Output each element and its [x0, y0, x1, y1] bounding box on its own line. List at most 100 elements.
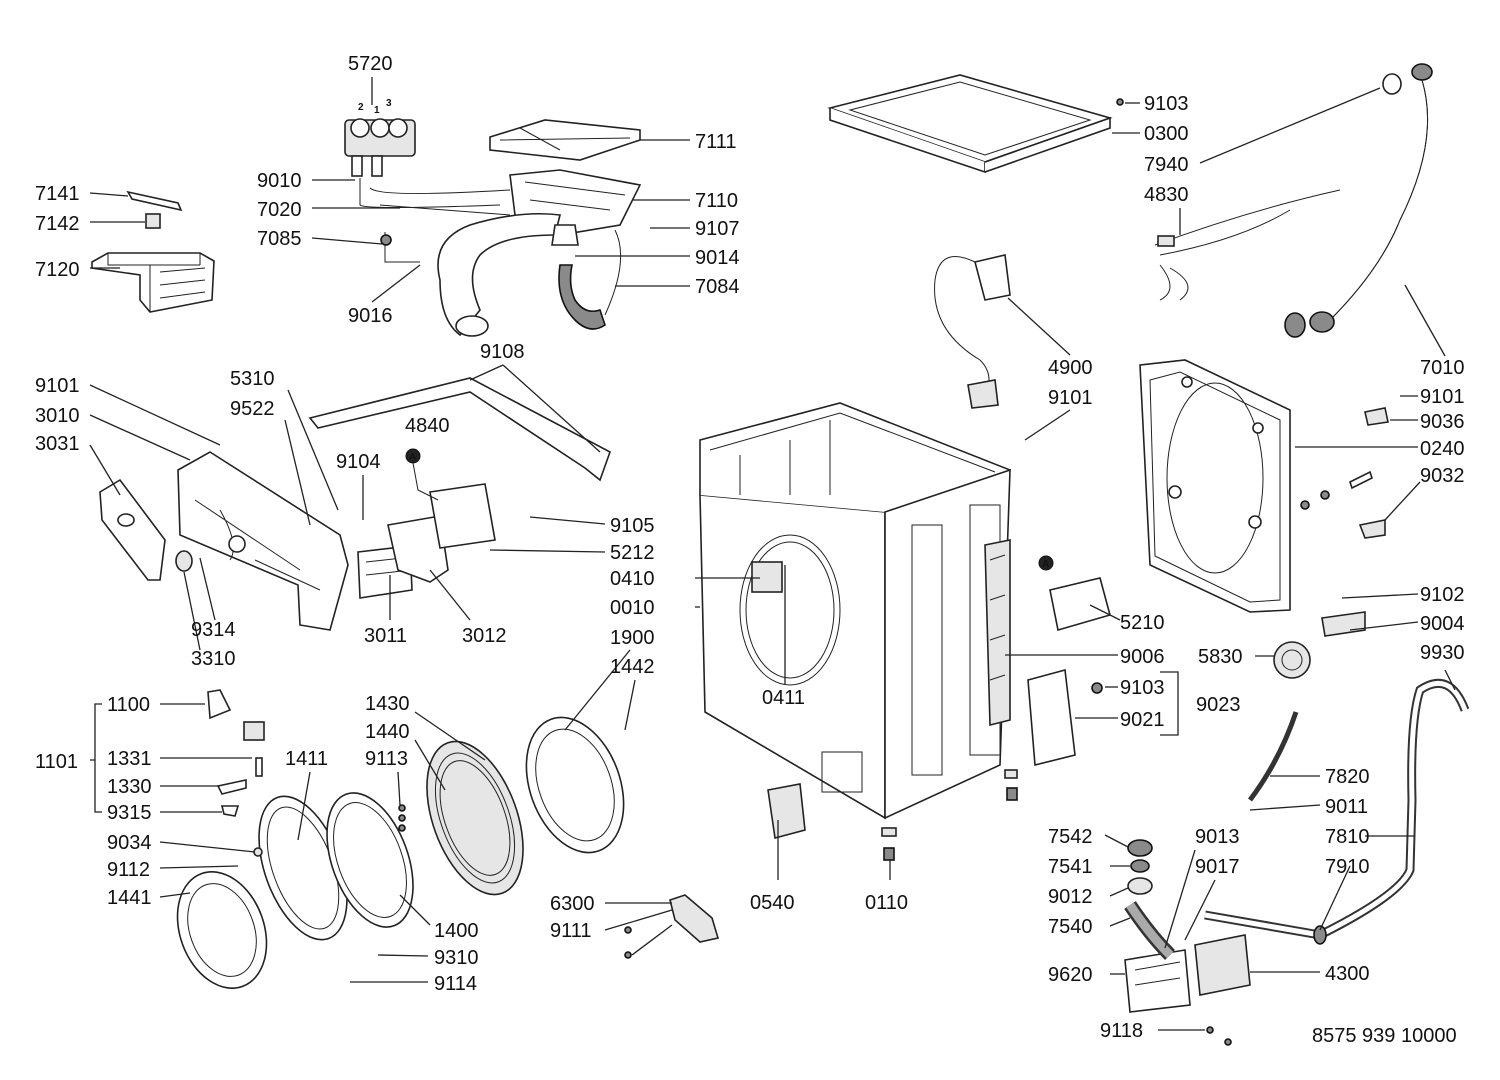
label-7010: 7010 [1420, 357, 1465, 379]
label-7084: 7084 [695, 276, 740, 298]
label-3031: 3031 [35, 433, 80, 455]
label-5210: 5210 [1120, 612, 1165, 634]
label-1331: 1331 [107, 748, 152, 770]
detergent-drawer-parts [91, 190, 215, 313]
label-9023: 9023 [1196, 694, 1241, 716]
label-9036: 9036 [1420, 411, 1465, 433]
label-9101-right: 9101 [1420, 386, 1465, 408]
label-7141: 7141 [35, 183, 80, 205]
label-7820: 7820 [1325, 766, 1370, 788]
control-panel [99, 451, 349, 631]
label-9032: 9032 [1420, 465, 1465, 487]
part-labels: 5720 7111 9010 7110 7020 9107 7085 9014 … [35, 53, 1465, 1047]
front-frame-9108 [308, 377, 611, 482]
label-3010: 3010 [35, 405, 80, 427]
document-id: 8575 939 10000 [1312, 1025, 1457, 1047]
label-9314: 9314 [191, 619, 236, 641]
label-3310: 3310 [191, 648, 236, 670]
label-9014: 9014 [695, 247, 740, 269]
label-9108: 9108 [480, 341, 525, 363]
label-7810: 7810 [1325, 826, 1370, 848]
label-1100: 1100 [107, 694, 150, 716]
label-4830: 4830 [1144, 184, 1189, 206]
label-9112: 9112 [107, 859, 150, 881]
label-4900: 4900 [1048, 357, 1093, 379]
label-9004: 9004 [1420, 613, 1465, 635]
label-0240: 0240 [1420, 438, 1465, 460]
label-3011: 3011 [364, 625, 407, 647]
feet [881, 769, 1018, 861]
label-9013: 9013 [1195, 826, 1240, 848]
leader-lines [89, 77, 1456, 1031]
label-5720: 5720 [348, 53, 393, 75]
label-9103-top: 9103 [1144, 93, 1189, 115]
label-0300: 0300 [1144, 123, 1189, 145]
label-0540: 0540 [750, 892, 795, 914]
connector-a-left-label: A [409, 452, 416, 463]
inlet-hose [1284, 63, 1433, 338]
label-9107: 9107 [695, 218, 740, 240]
label-9930: 9930 [1420, 642, 1465, 664]
label-7110: 7110 [695, 190, 738, 212]
door-assembly [176, 689, 625, 989]
water-inlet-valve: 2 1 3 [344, 98, 416, 177]
label-1900: 1900 [610, 627, 655, 649]
mains-cable-filter [934, 254, 1011, 409]
label-9114: 9114 [434, 973, 477, 995]
back-panel [1139, 359, 1389, 613]
label-0411: 0411 [762, 687, 805, 709]
label-9034: 9034 [107, 832, 152, 854]
label-1441: 1441 [107, 887, 152, 909]
valve-port-2-label: 2 [358, 102, 364, 113]
drain-pump [1124, 839, 1251, 1046]
label-7085: 7085 [257, 228, 302, 250]
cabinet [699, 402, 1012, 840]
label-7111: 7111 [695, 131, 737, 153]
label-7940: 7940 [1144, 154, 1189, 176]
label-9021: 9021 [1120, 709, 1165, 731]
label-9111: 9111 [550, 920, 592, 942]
label-9010: 9010 [257, 170, 302, 192]
label-9103-mid: 9103 [1120, 677, 1165, 699]
door-hinge-6300 [624, 894, 720, 959]
label-9101-left: 9101 [35, 375, 80, 397]
valve-port-1-label: 1 [374, 105, 380, 116]
label-0410: 0410 [610, 568, 655, 590]
label-7542: 7542 [1048, 826, 1093, 848]
label-1440: 1440 [365, 721, 410, 743]
label-7540: 7540 [1048, 916, 1093, 938]
label-9101-mid: 9101 [1048, 387, 1093, 409]
label-5830: 5830 [1198, 646, 1243, 668]
label-4840: 4840 [405, 415, 450, 437]
label-9620: 9620 [1048, 964, 1093, 986]
label-1101: 1101 [35, 751, 78, 773]
label-1430: 1430 [365, 693, 410, 715]
label-5310: 5310 [230, 368, 275, 390]
label-9522: 9522 [230, 398, 275, 420]
label-7020: 7020 [257, 199, 302, 221]
label-7120: 7120 [35, 259, 80, 281]
label-9105: 9105 [610, 515, 655, 537]
label-9102: 9102 [1420, 584, 1465, 606]
label-7541: 7541 [1048, 856, 1093, 878]
top-cover [827, 74, 1124, 174]
label-4300: 4300 [1325, 963, 1370, 985]
connector-a-right-label: A [1042, 559, 1049, 570]
label-9006: 9006 [1120, 646, 1165, 668]
label-7910: 7910 [1325, 856, 1370, 878]
drain-hose [1204, 678, 1470, 945]
label-9315: 9315 [107, 802, 152, 824]
label-3012: 3012 [462, 625, 507, 647]
label-9310: 9310 [434, 947, 479, 969]
label-9113: 9113 [365, 748, 408, 770]
wiring-harness [1154, 189, 1341, 301]
label-9012: 9012 [1048, 886, 1093, 908]
label-0010: 0010 [610, 597, 655, 619]
heater-and-module: A [984, 539, 1111, 767]
label-9011: 9011 [1325, 796, 1368, 818]
label-0110: 0110 [865, 892, 908, 914]
label-9017: 9017 [1195, 856, 1240, 878]
valve-port-3-label: 3 [386, 98, 392, 109]
label-5212: 5212 [610, 542, 655, 564]
